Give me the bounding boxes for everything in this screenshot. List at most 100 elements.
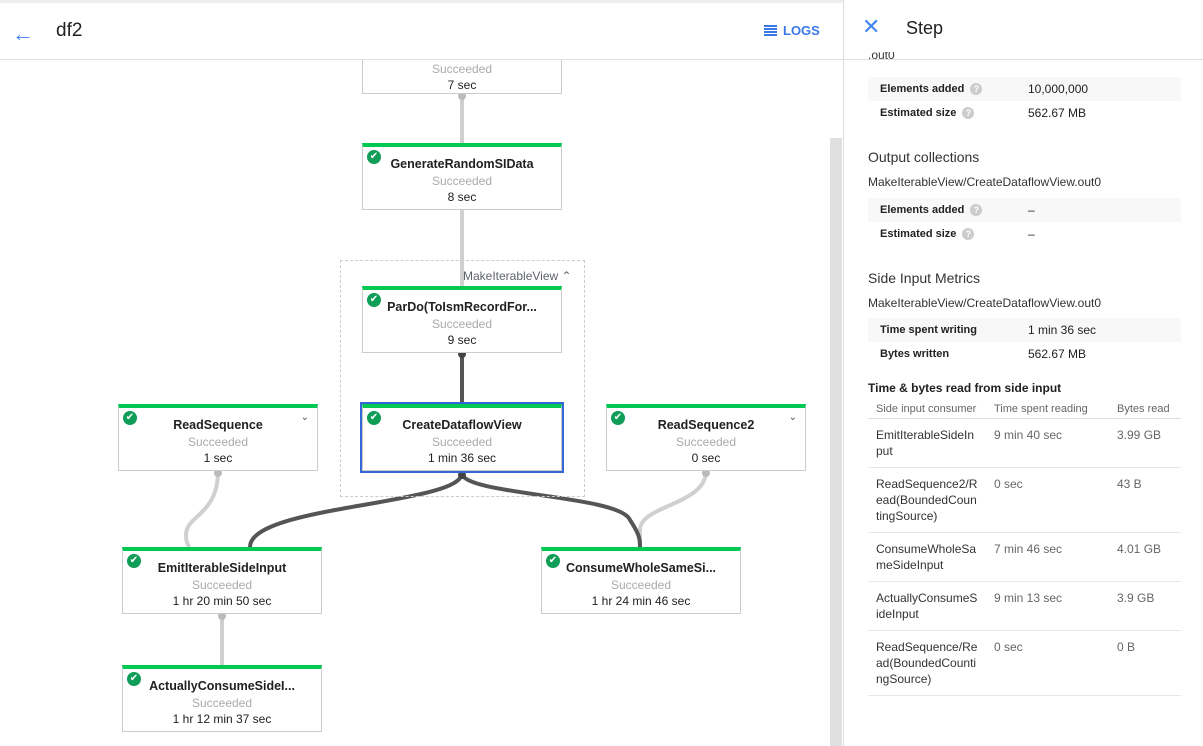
- group-label[interactable]: MakeIterableView ⌃: [463, 269, 572, 283]
- help-icon[interactable]: ?: [962, 107, 975, 120]
- node-duration: 1 sec: [203, 451, 233, 465]
- bytes-cell: 4.01 GB: [1109, 532, 1181, 582]
- chevron-down-icon[interactable]: ⌄: [788, 412, 797, 423]
- consumer-cell: ConsumeWholeSameSideInput: [868, 532, 986, 582]
- help-icon[interactable]: ?: [970, 83, 983, 96]
- node-name: ConsumeWholeSameSi...: [565, 561, 717, 575]
- node-name: CreateDataflowView: [402, 418, 522, 432]
- column-header: Side input consumer: [868, 400, 986, 419]
- metric-value: 1 min 36 sec: [1028, 323, 1097, 337]
- node-duration: 7 sec: [447, 78, 477, 92]
- time-cell: 9 min 40 sec: [986, 418, 1109, 468]
- time-cell: 0 sec: [986, 467, 1109, 533]
- panel-header: ✕ Step: [844, 0, 1203, 60]
- logs-label: LOGS: [783, 23, 820, 38]
- check-circle-icon: ✔: [611, 411, 625, 425]
- consumer-cell: ActuallyConsumeSideInput: [868, 581, 986, 631]
- group-make-iterable-view: [340, 260, 585, 497]
- metric-value: –: [1028, 227, 1035, 241]
- top-bar: ← df2 LOGS: [0, 0, 843, 60]
- close-icon[interactable]: ✕: [862, 14, 881, 39]
- job-title: df2: [56, 20, 83, 41]
- node-name: ParDo(ToIsmRecordFor...: [387, 300, 537, 314]
- metric-value: 562.67 MB: [1028, 106, 1087, 120]
- side-input-heading: Side Input Metrics: [868, 270, 981, 286]
- time-cell: 9 min 13 sec: [986, 581, 1109, 631]
- consumer-cell: ReadSequence/Read(BoundedCountingSource): [868, 630, 986, 696]
- group-label-text: MakeIterableView: [463, 269, 559, 283]
- node-name: ReadSequence2: [657, 418, 755, 432]
- node-status: Succeeded: [431, 317, 493, 331]
- node-status: Succeeded: [187, 435, 249, 449]
- check-circle-icon: ✔: [546, 554, 560, 568]
- check-circle-icon: ✔: [127, 554, 141, 568]
- input-metrics: Elements added?10,000,000 Estimated size…: [868, 77, 1181, 125]
- node-status: Succeeded: [191, 696, 253, 710]
- check-circle-icon: ✔: [367, 150, 381, 164]
- node-name: ActuallyConsumeSideI...: [149, 679, 295, 693]
- check-circle-icon: ✔: [367, 411, 381, 425]
- bytes-cell: 43 B: [1109, 467, 1181, 533]
- back-arrow-icon[interactable]: ←: [12, 21, 34, 46]
- node-status: Succeeded: [431, 174, 493, 188]
- node-name: ReadSequence: [173, 418, 263, 432]
- output-metrics: Elements added? – Estimated size? –: [868, 198, 1181, 246]
- help-icon[interactable]: ?: [970, 204, 983, 217]
- metric-value: –: [1028, 203, 1035, 217]
- node-status: Succeeded: [675, 435, 737, 449]
- chevron-down-icon[interactable]: ⌄: [300, 412, 309, 423]
- metric-row: Bytes written 562.67 MB: [868, 342, 1181, 366]
- node-status: Succeeded: [191, 578, 253, 592]
- scrollbar[interactable]: [830, 138, 842, 746]
- metric-value: 10,000,000: [1028, 82, 1089, 96]
- chevron-up-icon[interactable]: ⌃: [561, 269, 572, 283]
- read-heading: Time & bytes read from side input: [868, 381, 1062, 395]
- metric-label: Estimated size: [880, 227, 957, 240]
- time-cell: 0 sec: [986, 630, 1109, 696]
- bytes-cell: 3.99 GB: [1109, 418, 1181, 468]
- graph-edges: [183, 92, 710, 665]
- logs-button[interactable]: LOGS: [764, 23, 820, 38]
- column-header: Bytes read: [1109, 400, 1181, 419]
- metric-value: 562.67 MB: [1028, 347, 1087, 361]
- node-duration: 1 min 36 sec: [427, 451, 497, 465]
- side-input-table: Side input consumer Time spent reading B…: [868, 400, 1181, 696]
- metric-label: Bytes written: [880, 348, 950, 360]
- node-duration: 1 hr 24 min 46 sec: [591, 594, 691, 608]
- time-cell: 7 min 46 sec: [986, 532, 1109, 582]
- check-circle-icon: ✔: [123, 411, 137, 425]
- help-icon[interactable]: ?: [962, 228, 975, 241]
- check-circle-icon: ✔: [367, 293, 381, 307]
- edge: [248, 472, 464, 548]
- edge: [460, 472, 642, 548]
- output-heading: Output collections: [868, 149, 980, 165]
- metric-label: Elements added: [880, 203, 965, 216]
- consumer-cell: EmitIterableSideInput: [868, 418, 986, 468]
- table-row: ReadSequence2/Read(BoundedCountingSource…: [868, 467, 1181, 533]
- output-name: MakeIterableView/CreateDataflowView.out0: [868, 175, 1102, 189]
- bytes-cell: 3.9 GB: [1109, 581, 1181, 631]
- metric-row: Estimated size?562.67 MB: [868, 101, 1181, 125]
- metric-label: Elements added: [880, 82, 965, 95]
- step-panel: ✕ Step .out0 Elements added?10,000,000 E…: [843, 0, 1203, 746]
- panel-title: Step: [906, 18, 944, 38]
- column-header: Time spent reading: [986, 400, 1109, 419]
- side-input-table-wrap: Side input consumer Time spent reading B…: [868, 400, 1181, 696]
- metric-row: Elements added? –: [868, 198, 1181, 222]
- node-duration: 8 sec: [447, 190, 477, 204]
- node-name: EmitIterableSideInput: [157, 561, 287, 575]
- metric-row: Estimated size? –: [868, 222, 1181, 246]
